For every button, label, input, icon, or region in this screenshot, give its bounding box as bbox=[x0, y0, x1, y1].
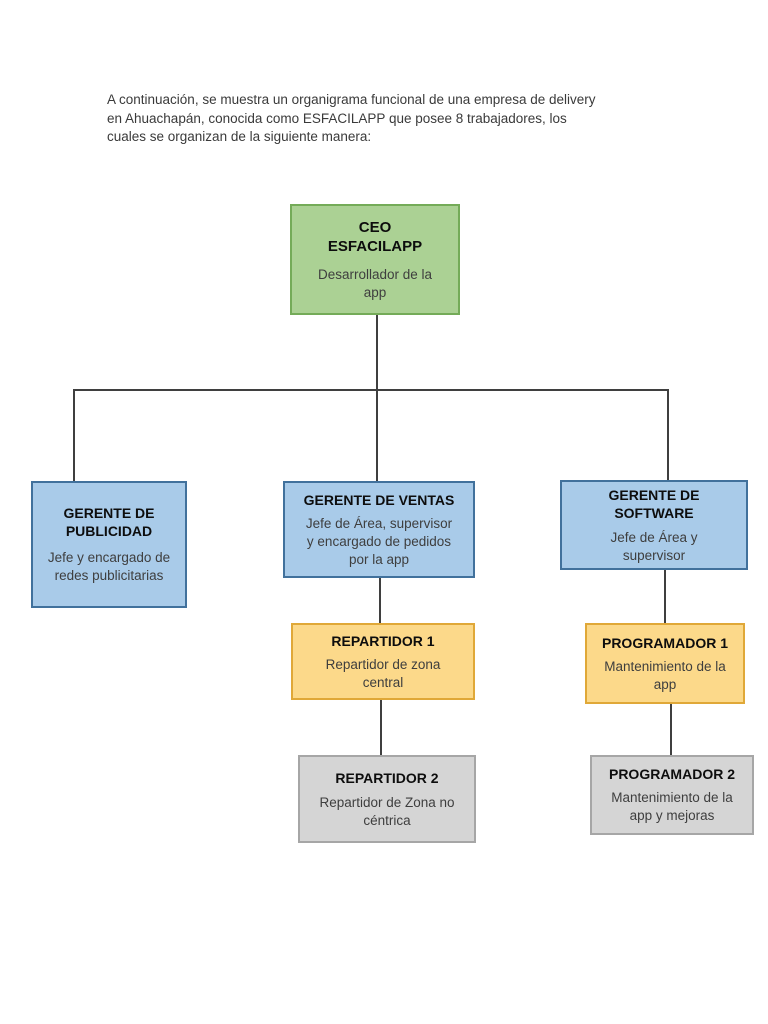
connector-drop-software bbox=[667, 389, 669, 480]
node-title: PROGRAMADOR 2 bbox=[608, 766, 735, 783]
connector-repartidor1-repartidor2 bbox=[380, 700, 382, 755]
intro-paragraph: A continuación, se muestra un organigram… bbox=[107, 92, 596, 144]
org-node-gerente-ventas: GERENTE DE VENTAS Jefe de Área, supervis… bbox=[283, 481, 475, 578]
org-node-gerente-publicidad: GERENTE DE PUBLICIDAD Jefe y encargado d… bbox=[31, 481, 187, 608]
org-node-repartidor-1: REPARTIDOR 1 Repartidor de zona central bbox=[291, 623, 475, 700]
node-subtitle: Jefe de Área y supervisor bbox=[610, 529, 698, 563]
connector-ventas-repartidor1 bbox=[379, 578, 381, 623]
node-title: REPARTIDOR 2 bbox=[335, 769, 439, 786]
org-node-gerente-software: GERENTE DE SOFTWARE Jefe de Área y super… bbox=[560, 480, 748, 570]
connector-software-programador1 bbox=[664, 570, 666, 623]
org-node-programador-1: PROGRAMADOR 1 Mantenimiento de la app bbox=[585, 623, 745, 704]
org-node-ceo: CEO ESFACILAPP Desarrollador de la app bbox=[290, 204, 460, 315]
node-title: REPARTIDOR 1 bbox=[331, 632, 435, 649]
node-title: GERENTE DE VENTAS bbox=[303, 491, 455, 508]
node-subtitle: Mantenimiento de la app bbox=[604, 658, 726, 692]
node-title: CEO ESFACILAPP bbox=[327, 218, 423, 256]
node-subtitle: Desarrollador de la app bbox=[317, 266, 433, 300]
node-subtitle: Mantenimiento de la app y mejoras bbox=[611, 790, 733, 824]
org-node-programador-2: PROGRAMADOR 2 Mantenimiento de la app y … bbox=[590, 755, 754, 835]
node-title: PROGRAMADOR 1 bbox=[601, 634, 728, 651]
org-node-repartidor-2: REPARTIDOR 2 Repartidor de Zona no céntr… bbox=[298, 755, 476, 843]
connector-programador1-programador2 bbox=[670, 704, 672, 755]
node-title: GERENTE DE PUBLICIDAD bbox=[63, 505, 155, 540]
node-subtitle: Repartidor de Zona no céntrica bbox=[319, 794, 455, 828]
node-subtitle: Repartidor de zona central bbox=[325, 656, 441, 690]
connector-horizontal-bar bbox=[73, 389, 669, 391]
connector-drop-publicidad bbox=[73, 389, 75, 481]
connector-ceo-trunk bbox=[376, 315, 378, 481]
node-subtitle: Jefe de Área, supervisor y encargado de … bbox=[305, 515, 453, 567]
node-title: GERENTE DE SOFTWARE bbox=[608, 486, 700, 521]
node-subtitle: Jefe y encargado de redes publicitarias bbox=[47, 550, 171, 584]
